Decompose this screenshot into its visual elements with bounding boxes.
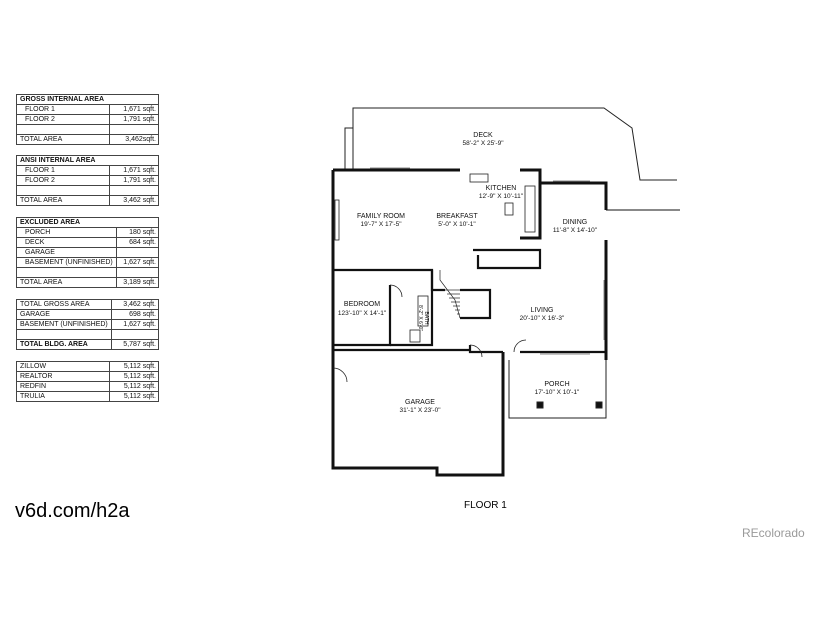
room-name-kitchen: KITCHEN (486, 185, 517, 192)
room-dims-porch: 17'-10" X 10'-1" (535, 389, 580, 396)
tour-link[interactable]: v6d.com/h2a (15, 500, 130, 522)
room-name-family-room: FAMILY ROOM (357, 213, 405, 220)
exterior-walls (331, 168, 608, 477)
vanity-icon (417, 295, 429, 327)
sink-icon (469, 173, 489, 183)
room-name-porch: PORCH (544, 381, 569, 388)
room-name-bedroom: BEDROOM (344, 301, 380, 308)
windows (370, 167, 605, 355)
room-labels: DECK 58'-2" X 25'-9" KITCHEN 12'-9" X 10… (338, 132, 598, 414)
stairs (439, 270, 461, 319)
room-name-garage: GARAGE (405, 399, 435, 406)
room-dims-bath: 8'-2" X 6'-0" (417, 305, 423, 331)
toilet-icon (409, 329, 421, 343)
room-dims-garage: 31'-1" X 23'-0" (399, 407, 441, 414)
room-dims-family-room: 19'-7" X 17'-5" (360, 221, 402, 228)
brand-watermark: REcolorado (742, 526, 805, 540)
fireplace-icon (334, 199, 340, 241)
room-name-deck: DECK (473, 132, 493, 139)
room-name-breakfast: BREAKFAST (436, 213, 478, 220)
room-name-bath: BATH (423, 312, 429, 325)
room-name-living: LIVING (531, 307, 554, 314)
room-dims-deck: 58'-2" X 25'-9" (462, 140, 504, 147)
kitchen-counter (524, 185, 536, 233)
room-dims-living: 20'-10" X 16'-3" (520, 315, 565, 322)
room-dims-bedroom: 123'-10" X 14'-1" (338, 310, 387, 317)
deck-outline (344, 107, 677, 181)
fixtures (334, 173, 536, 343)
cooktop-icon (504, 202, 514, 216)
porch-outline (508, 360, 607, 419)
bath-label-group: BATH 8'-2" X 6'-0" (417, 305, 429, 331)
room-dims-dining: 11'-8" X 14'-10" (553, 227, 598, 234)
floor-title: FLOOR 1 (464, 500, 507, 511)
room-dims-kitchen: 12'-9" X 10'-11" (479, 193, 524, 200)
interior-walls (333, 209, 680, 354)
room-name-dining: DINING (563, 219, 588, 226)
room-dims-breakfast: 5'-0" X 10'-1" (438, 221, 476, 228)
door-swings (332, 284, 527, 383)
